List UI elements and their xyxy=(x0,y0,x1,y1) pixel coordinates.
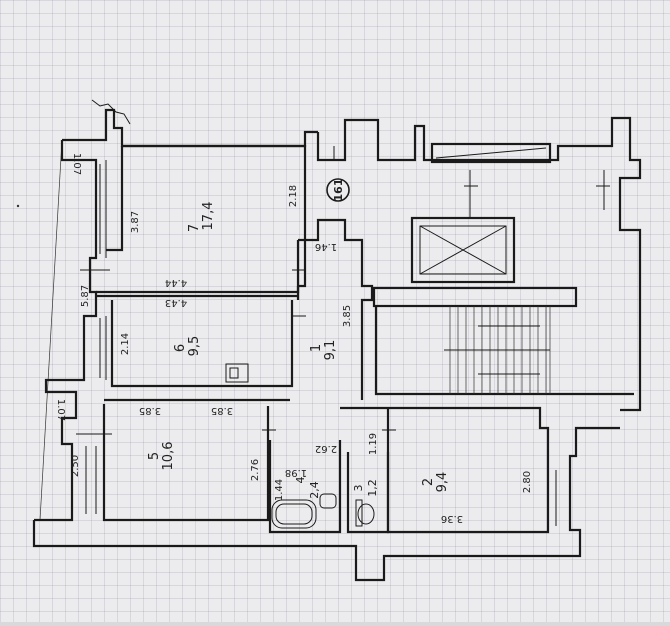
room-6-area: 9,5 xyxy=(187,336,202,357)
dim-1-07-top: 1.07 xyxy=(71,153,82,175)
room-5-area: 10,6 xyxy=(161,442,176,471)
svg-text:161: 161 xyxy=(332,179,345,202)
dim-3-36: 3.36 xyxy=(441,513,463,524)
dim-1-19: 1.19 xyxy=(368,433,379,455)
opening-ticks xyxy=(76,269,396,435)
dim-4-43: 4.43 xyxy=(165,297,187,308)
kitchen-sink xyxy=(225,363,249,383)
dim-1-46: 1.46 xyxy=(315,241,337,252)
room-4-number: 4 xyxy=(294,477,307,484)
room-1-number: 1 xyxy=(309,344,324,352)
washbasin xyxy=(319,493,337,509)
room-5-number: 5 xyxy=(147,452,162,460)
dim-2-50: 2.50 xyxy=(70,455,81,477)
elevator-shaft xyxy=(410,216,516,284)
toilet xyxy=(355,499,375,527)
ink-dot xyxy=(16,204,20,208)
dim-4-44: 4.44 xyxy=(165,277,187,288)
dim-2-62: 2.62 xyxy=(315,443,337,454)
room-2-area: 9,4 xyxy=(435,472,450,493)
dim-3-85-b: 3.85 xyxy=(211,405,233,416)
dim-3-85-a: 3.85 xyxy=(139,405,161,416)
dim-2-18: 2.18 xyxy=(288,185,299,207)
apartment-walls xyxy=(32,99,620,582)
room-7-number: 7 xyxy=(187,224,202,232)
dim-2-76: 2.76 xyxy=(250,459,261,481)
room-2-number: 2 xyxy=(421,478,436,486)
dim-1-44: 1.44 xyxy=(274,479,285,501)
dim-3-87: 3.87 xyxy=(130,211,141,233)
dim-2-80: 2.80 xyxy=(522,471,533,493)
room-6-number: 6 xyxy=(173,344,188,352)
dim-1-07-mid: 1.07 xyxy=(55,399,66,421)
room-7-area: 17,4 xyxy=(201,202,216,231)
room-4-area: 2,4 xyxy=(308,481,321,499)
dim-2-14: 2.14 xyxy=(120,333,131,355)
dim-1-98: 1.98 xyxy=(285,467,307,478)
dim-5-87: 5.87 xyxy=(80,285,91,307)
bathtub xyxy=(271,499,317,529)
dim-3-85-vertical: 3.85 xyxy=(342,305,353,327)
building-number-badge: 161 xyxy=(326,178,350,202)
room-1-area: 9,1 xyxy=(323,340,338,361)
room-3-area: 1,2 xyxy=(366,479,379,497)
dimension-labels: 1.07 5.87 1.07 3.87 2.18 4.44 4.43 2.14 … xyxy=(55,153,533,524)
outer-dimension-line xyxy=(39,139,63,521)
room-labels: 7 17,4 6 9,5 1 9,1 5 10,6 4 2,4 3 1,2 2 … xyxy=(147,202,450,499)
stair-treads xyxy=(444,306,551,394)
room-3-number: 3 xyxy=(352,485,365,492)
stairwell-block xyxy=(316,116,642,412)
